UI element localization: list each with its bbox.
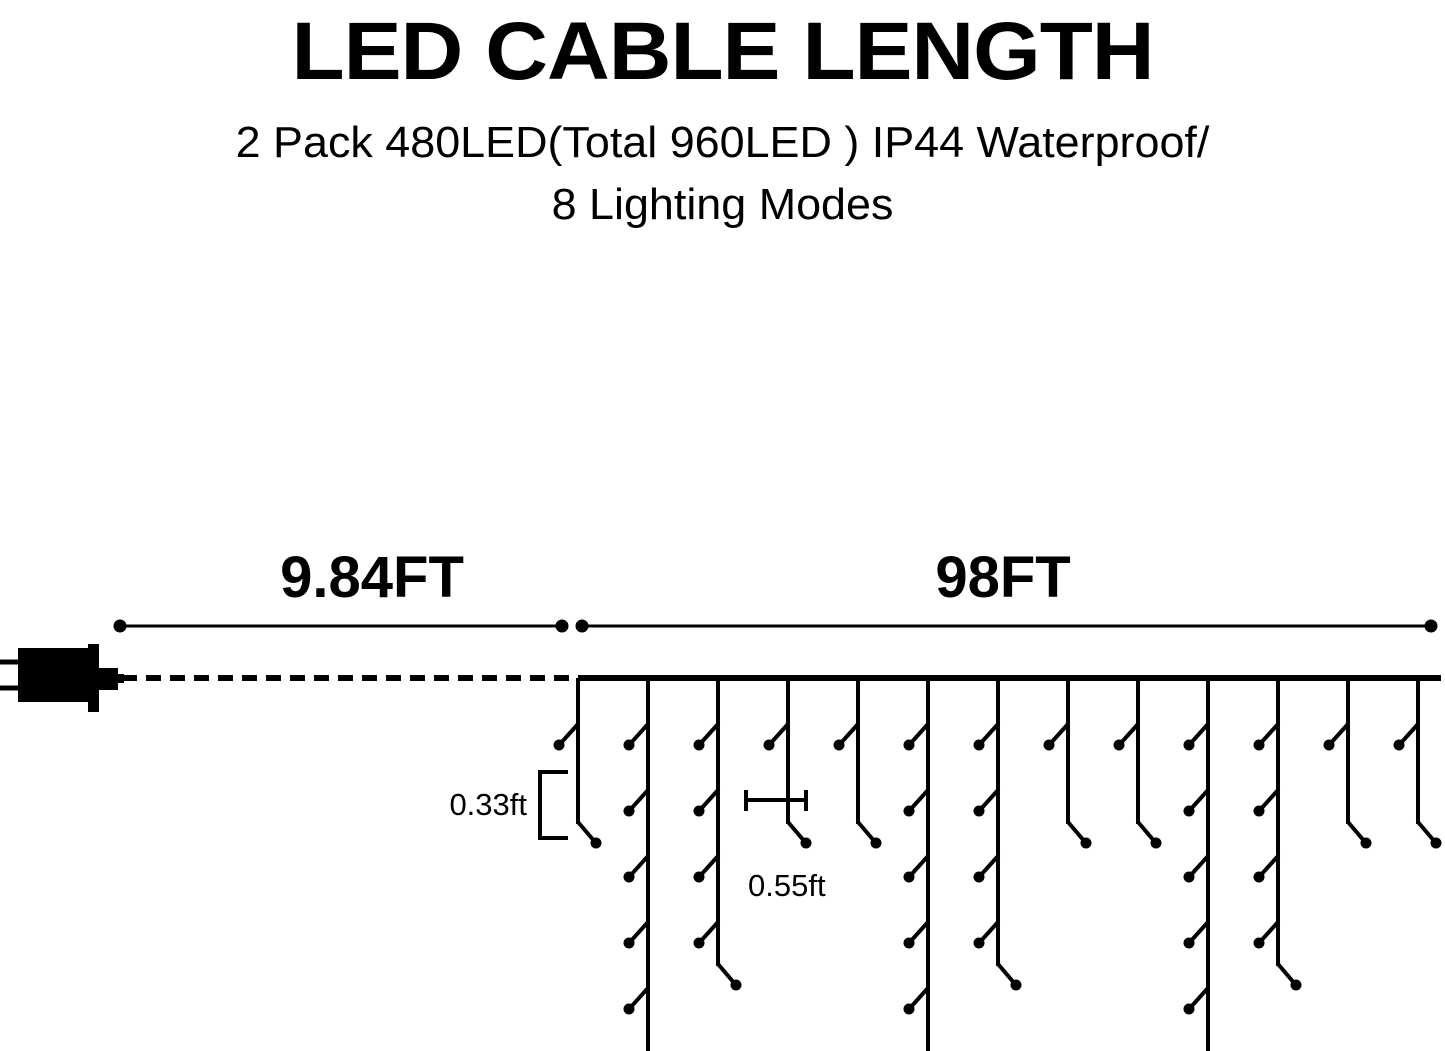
icicle-drop xyxy=(553,678,602,849)
vertical-spacing-label: 0.33ft xyxy=(449,787,527,822)
subtitle-line-1: 2 Pack 480LED(Total 960LED ) IP44 Waterp… xyxy=(235,118,1210,167)
icicle-drop-group xyxy=(553,678,1442,1051)
subtitle-line-2: 8 Lighting Modes xyxy=(551,180,894,229)
heading-block: LED CABLE LENGTH 2 Pack 480LED(Total 960… xyxy=(0,0,1445,236)
icicle-drop xyxy=(1253,678,1302,991)
horizontal-spacing-bracket xyxy=(744,790,808,811)
icicle-drop xyxy=(1113,678,1162,849)
power-plug-icon xyxy=(0,644,124,712)
page-title: LED CABLE LENGTH xyxy=(291,6,1155,97)
icicle-drop xyxy=(1043,678,1092,849)
main-dimension-line xyxy=(575,619,1438,633)
page-subtitle: 2 Pack 480LED(Total 960LED ) IP44 Waterp… xyxy=(0,112,1445,236)
icicle-drop xyxy=(763,678,812,849)
vertical-spacing-bracket xyxy=(538,770,568,840)
icicle-drop xyxy=(693,678,742,991)
icicle-drop xyxy=(1183,678,1210,1051)
icicle-drop xyxy=(973,678,1022,991)
main-length-label: 98FT xyxy=(935,545,1070,610)
icicle-drop xyxy=(833,678,882,849)
horizontal-spacing-label: 0.55ft xyxy=(748,868,826,903)
icicle-drop xyxy=(1393,678,1442,849)
icicle-drop xyxy=(903,678,930,1051)
icicle-drop xyxy=(623,678,650,1051)
lead-dimension-line xyxy=(113,619,569,633)
icicle-drop xyxy=(1323,678,1372,849)
lead-length-label: 9.84FT xyxy=(280,545,464,610)
